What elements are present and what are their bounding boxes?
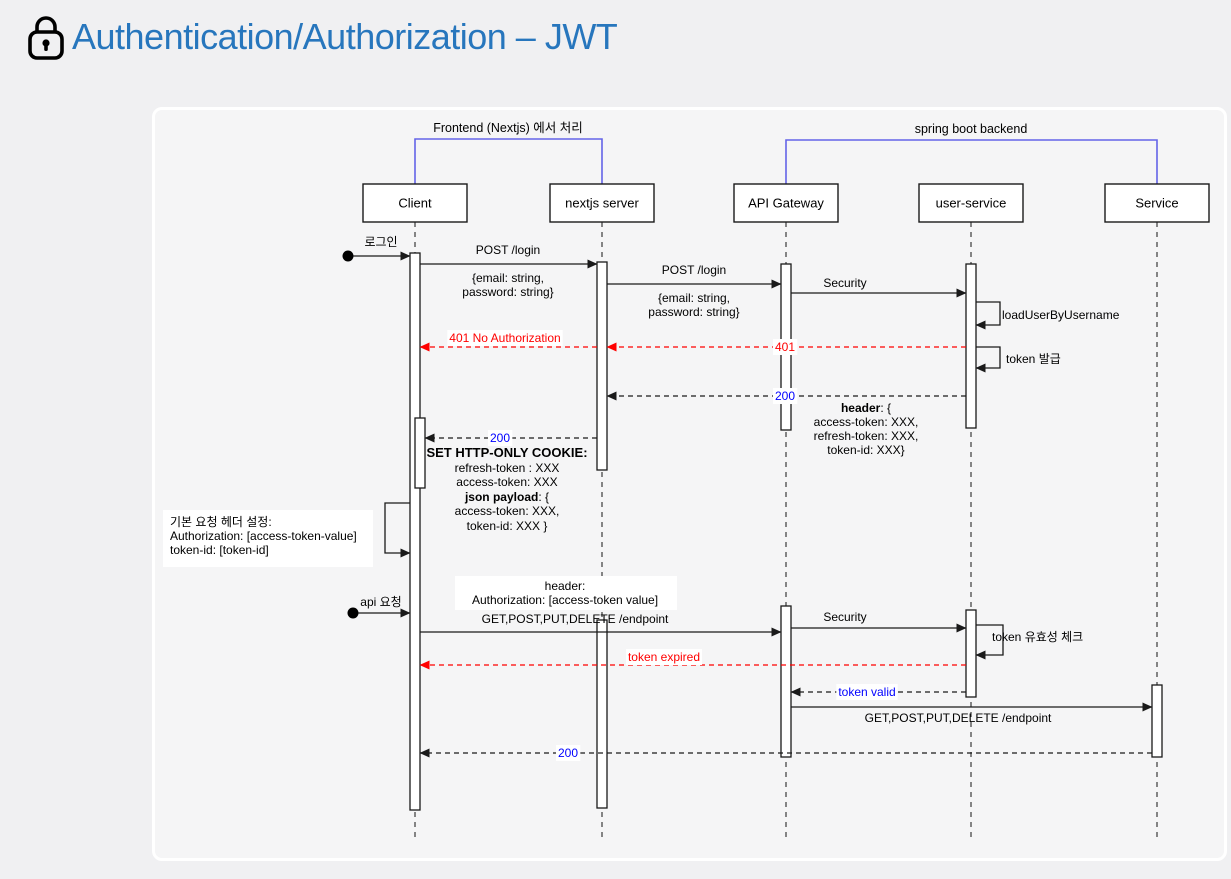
message-label: token-id: [token-id] [170,543,269,557]
message-label: {email: string, [472,271,544,285]
page-title: Authentication/Authorization – JWT [26,14,618,60]
message-label: access-token: XXX, [814,415,919,429]
activation-bar [965,263,977,429]
message-label: Security [823,276,866,290]
message-label: 200 [775,389,795,403]
group-label: spring boot backend [915,122,1028,136]
self-call-arrow [975,624,1004,660]
message-label: Security [823,610,866,624]
message-label: POST /login [476,243,540,257]
message-label: password: string} [462,285,553,299]
label-backdrop [836,684,898,700]
label-backdrop [625,649,703,665]
message-label: header: [545,579,586,593]
label-backdrop [447,330,563,346]
actor-label: nextjs server [565,196,639,211]
found-message-dot [342,250,354,262]
message-label: POST /login [662,263,726,277]
diagram-panel [152,107,1227,861]
activation-bar [1151,684,1163,758]
actor-box [362,183,468,223]
actor-label: Service [1135,196,1178,211]
message-label: SET HTTP-ONLY COOKIE: [426,445,587,460]
activation-bar [409,252,421,811]
message-label: 401 No Authorization [449,331,560,345]
actor-label: Client [398,196,432,211]
message-label: token valid [838,685,895,699]
message-label: Authorization: [access-token value] [472,593,658,607]
message-label: token expired [628,650,700,664]
message-label: access-token: XXX [456,475,557,489]
actor-box [1104,183,1210,223]
message-label: 기본 요청 헤더 설정: [170,515,272,529]
group-bracket [785,139,1158,184]
label-backdrop [772,339,798,355]
message-label: GET,POST,PUT,DELETE /endpoint [865,711,1052,725]
message-label: refresh-token : XXX [455,461,560,475]
page-title-text: Authentication/Authorization – JWT [72,16,618,57]
activation-bar [780,605,792,758]
label-backdrop [487,430,513,446]
message-label: 401 [775,340,795,354]
message-label: GET,POST,PUT,DELETE /endpoint [482,612,669,626]
message-label: api 요청 [360,595,401,609]
message-label: {email: string, [658,291,730,305]
activation-bar [414,417,426,489]
label-backdrop [772,388,798,404]
message-label: access-token: XXX, [455,504,560,518]
message-label: json payload: { [464,490,549,504]
message-label: token-id: XXX } [467,519,548,533]
activation-bar [596,619,608,809]
self-call-arrow [975,301,1001,330]
message-label: 200 [558,746,578,760]
message-label: Authorization: [access-token-value] [170,529,357,543]
message-label: refresh-token: XXX, [814,429,919,443]
note-box [163,510,373,567]
actor-box [733,183,839,223]
message-label: 200 [490,431,510,445]
self-call-arrow [384,502,411,558]
group-label: Frontend (Nextjs) 에서 처리 [433,121,583,135]
message-label: loadUserByUsername [1002,308,1120,322]
message-label: token 유효성 체크 [992,630,1083,644]
self-call-arrow [975,346,1001,373]
actor-box [549,183,655,223]
message-label: 로그인 [364,235,397,249]
message-label: header: { [841,401,891,415]
note-box [455,576,677,610]
activation-bar [965,609,977,698]
lock-icon [28,16,64,60]
activation-bar [596,261,608,471]
group-bracket [414,138,603,184]
actor-box [918,183,1024,223]
actor-label: API Gateway [748,196,824,211]
message-label: token 발급 [1006,352,1061,366]
label-backdrop [555,745,581,761]
message-label: token-id: XXX} [827,443,904,457]
message-label: password: string} [648,305,739,319]
found-message-dot [347,607,359,619]
actor-label: user-service [936,196,1007,211]
